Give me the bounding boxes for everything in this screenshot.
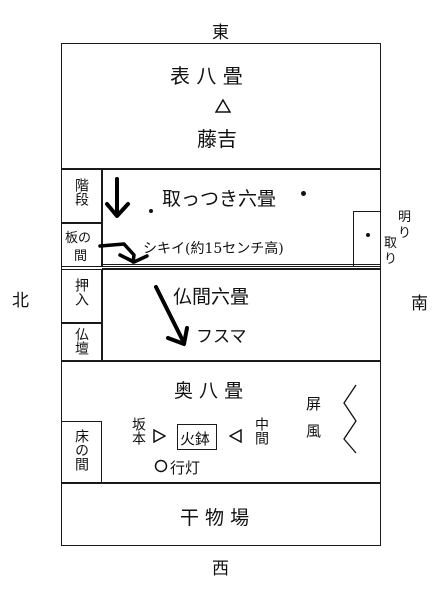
nakama-label: 中間 [253,417,269,445]
room-toritsuki-name: 取っつき六畳 [162,188,277,210]
byobu-label: 屏風 [304,396,322,450]
andon-label: 行灯 [170,459,201,477]
dot-marker [366,233,370,237]
triangle-marker-icon [215,99,231,113]
compass-south: 南 [411,294,428,314]
compass-east: 東 [212,23,229,43]
sakamoto-label: 坂本 [130,417,146,445]
shikii-label: シキイ(約15センチ高) [143,241,284,257]
arrow-down-icon [105,177,130,218]
fusuma-label: フスマ [196,327,247,347]
room-tokonoma: 床の間 [61,421,102,483]
butsudan-label: 仏壇 [73,327,89,355]
room-oku-hachijo: 奥 八 畳 [61,361,381,483]
triangle-right-marker-icon [153,429,166,443]
akaritori-box [353,211,381,267]
arrow-turn-icon [98,242,149,264]
room-oshiire: 押入 [61,269,102,323]
room-butsuma-rokujo: 仏間六畳 フスマ [102,269,381,361]
tokonoma-label: 床の間 [73,429,89,471]
room-itanoma: 板の 間 [61,223,102,267]
room-hoshimonoba-name: 干 物 場 [180,507,250,529]
room-omote-name: 表 八 畳 [170,64,243,88]
akaritori-col-2: 取り [384,236,398,267]
akaritori-col-1: 明り [398,210,412,241]
room-omote-hachijo: 表 八 畳 藤吉 [61,43,381,169]
circle-marker-icon [154,459,168,473]
room-hoshimonoba: 干 物 場 [61,483,381,546]
compass-north: 北 [12,291,29,311]
arrow-diagonal-icon [154,285,189,346]
room-butsudan: 仏壇 [61,323,102,361]
itanoma-label-top: 板の [65,231,92,246]
dot-marker [149,209,153,213]
room-kaidan: 階段 [61,169,102,223]
shikii-sill [102,264,381,269]
room-oku-name: 奥 八 畳 [174,380,244,402]
folding-screen-icon [343,384,357,454]
dot-marker [301,191,306,196]
room-toritsuki-rokujo: 取っつき六畳 シキイ(約15センチ高) [102,169,381,267]
oshiire-label: 押入 [73,278,89,306]
hibachi-label: 火鉢 [180,430,211,448]
person-fujikichi: 藤吉 [197,127,237,151]
compass-west: 西 [212,559,229,579]
hibachi-box: 火鉢 [177,424,217,450]
triangle-left-marker-icon [229,429,242,443]
room-butsuma-name: 仏間六畳 [173,286,250,308]
itanoma-label-bottom: 間 [74,249,88,264]
kaidan-label: 階段 [73,178,89,206]
